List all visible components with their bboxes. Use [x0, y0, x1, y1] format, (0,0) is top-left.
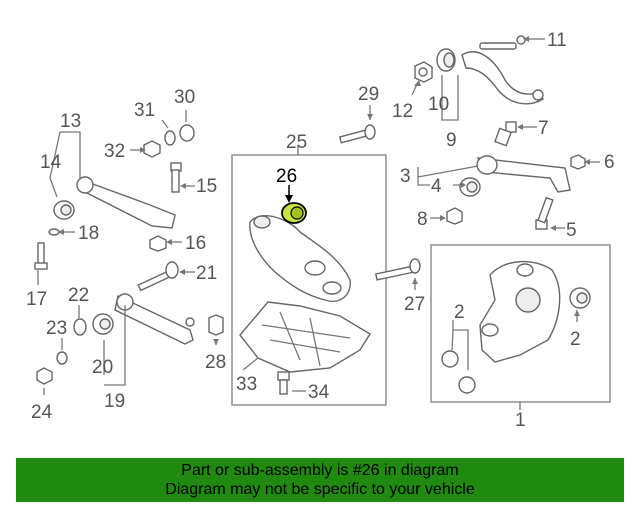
callout-2-left: 2: [454, 302, 465, 323]
lower-arm-assembly[interactable]: [249, 215, 351, 302]
knuckle-1[interactable]: [479, 260, 561, 363]
bolt-5[interactable]: [535, 196, 554, 230]
parts-diagram: 11 12 10 9 7 3 4 6 8 5 13 14 15 18 16 17…: [26, 30, 615, 431]
arrowheads: [58, 36, 590, 345]
nut-8[interactable]: [446, 207, 463, 225]
callout-31: 31: [134, 100, 155, 121]
callout-14: 14: [40, 152, 62, 173]
bushing-14[interactable]: [53, 200, 75, 220]
bushing-2-left[interactable]: [441, 350, 476, 394]
upper-control-arm[interactable]: [461, 35, 544, 105]
info-banner: Part or sub-assembly is #26 in diagram D…: [16, 458, 624, 502]
callout-1: 1: [515, 410, 526, 431]
callout-23: 23: [46, 318, 67, 339]
callout-3: 3: [400, 166, 411, 187]
washer-18[interactable]: [48, 228, 60, 236]
callout-17: 17: [26, 289, 47, 310]
bushing-4[interactable]: [459, 177, 481, 197]
callout-7: 7: [538, 118, 549, 139]
callout-18: 18: [78, 223, 99, 244]
bolt-27[interactable]: [374, 258, 421, 281]
callout-30: 30: [174, 87, 195, 108]
callout-20: 20: [92, 357, 113, 378]
washer-23[interactable]: [56, 351, 68, 365]
bolt-15[interactable]: [170, 162, 182, 193]
bushing-2-right[interactable]: [569, 287, 591, 309]
callout-13: 13: [60, 111, 81, 132]
nut-12[interactable]: [414, 61, 433, 83]
bushing-10[interactable]: [436, 48, 456, 72]
lateral-arm-3[interactable]: [476, 155, 571, 193]
callout-27: 27: [404, 294, 425, 315]
nut-6[interactable]: [570, 154, 586, 170]
callout-26: 26: [276, 166, 297, 187]
callout-19: 19: [104, 391, 125, 412]
callout-10: 10: [428, 94, 449, 115]
shield-33[interactable]: [239, 301, 371, 373]
bushing-26[interactable]: [281, 202, 307, 224]
washer-31[interactable]: [164, 130, 176, 146]
callout-22: 22: [68, 285, 89, 306]
washer-30[interactable]: [179, 124, 195, 142]
callout-33: 33: [236, 374, 257, 395]
callout-21: 21: [196, 263, 217, 284]
bolt-34[interactable]: [277, 371, 290, 395]
nut-32[interactable]: [143, 140, 161, 158]
washer-22[interactable]: [73, 318, 87, 336]
callout-4: 4: [431, 176, 442, 197]
bushing-20[interactable]: [92, 313, 114, 335]
bolt-29[interactable]: [338, 124, 376, 144]
callout-29: 29: [358, 84, 379, 105]
callout-34: 34: [308, 382, 330, 403]
control-arm-13[interactable]: [76, 176, 176, 229]
callout-11: 11: [547, 30, 567, 51]
callout-28: 28: [205, 352, 226, 373]
bolt-7[interactable]: [494, 121, 517, 147]
nut-28[interactable]: [208, 314, 224, 336]
bolt-21[interactable]: [137, 261, 179, 292]
callout-8: 8: [417, 209, 428, 230]
callout-16: 16: [185, 233, 206, 254]
callout-24: 24: [31, 402, 53, 423]
callout-15: 15: [196, 176, 217, 197]
callout-9: 9: [446, 130, 457, 151]
callout-25: 25: [286, 132, 307, 153]
nut-24[interactable]: [36, 367, 53, 385]
callout-5: 5: [566, 220, 577, 241]
bolt-17[interactable]: [34, 242, 48, 270]
assembly-25-box: [231, 154, 387, 406]
banner-line-2: Diagram may not be specific to your vehi…: [165, 481, 475, 498]
callout-6: 6: [604, 152, 615, 173]
nut-16[interactable]: [149, 235, 167, 252]
callout-2-right: 2: [570, 329, 581, 350]
callout-32: 32: [104, 141, 125, 162]
banner-line-1: Part or sub-assembly is #26 in diagram: [181, 462, 459, 479]
callout-12: 12: [392, 101, 413, 122]
control-arm-19[interactable]: [114, 293, 195, 345]
